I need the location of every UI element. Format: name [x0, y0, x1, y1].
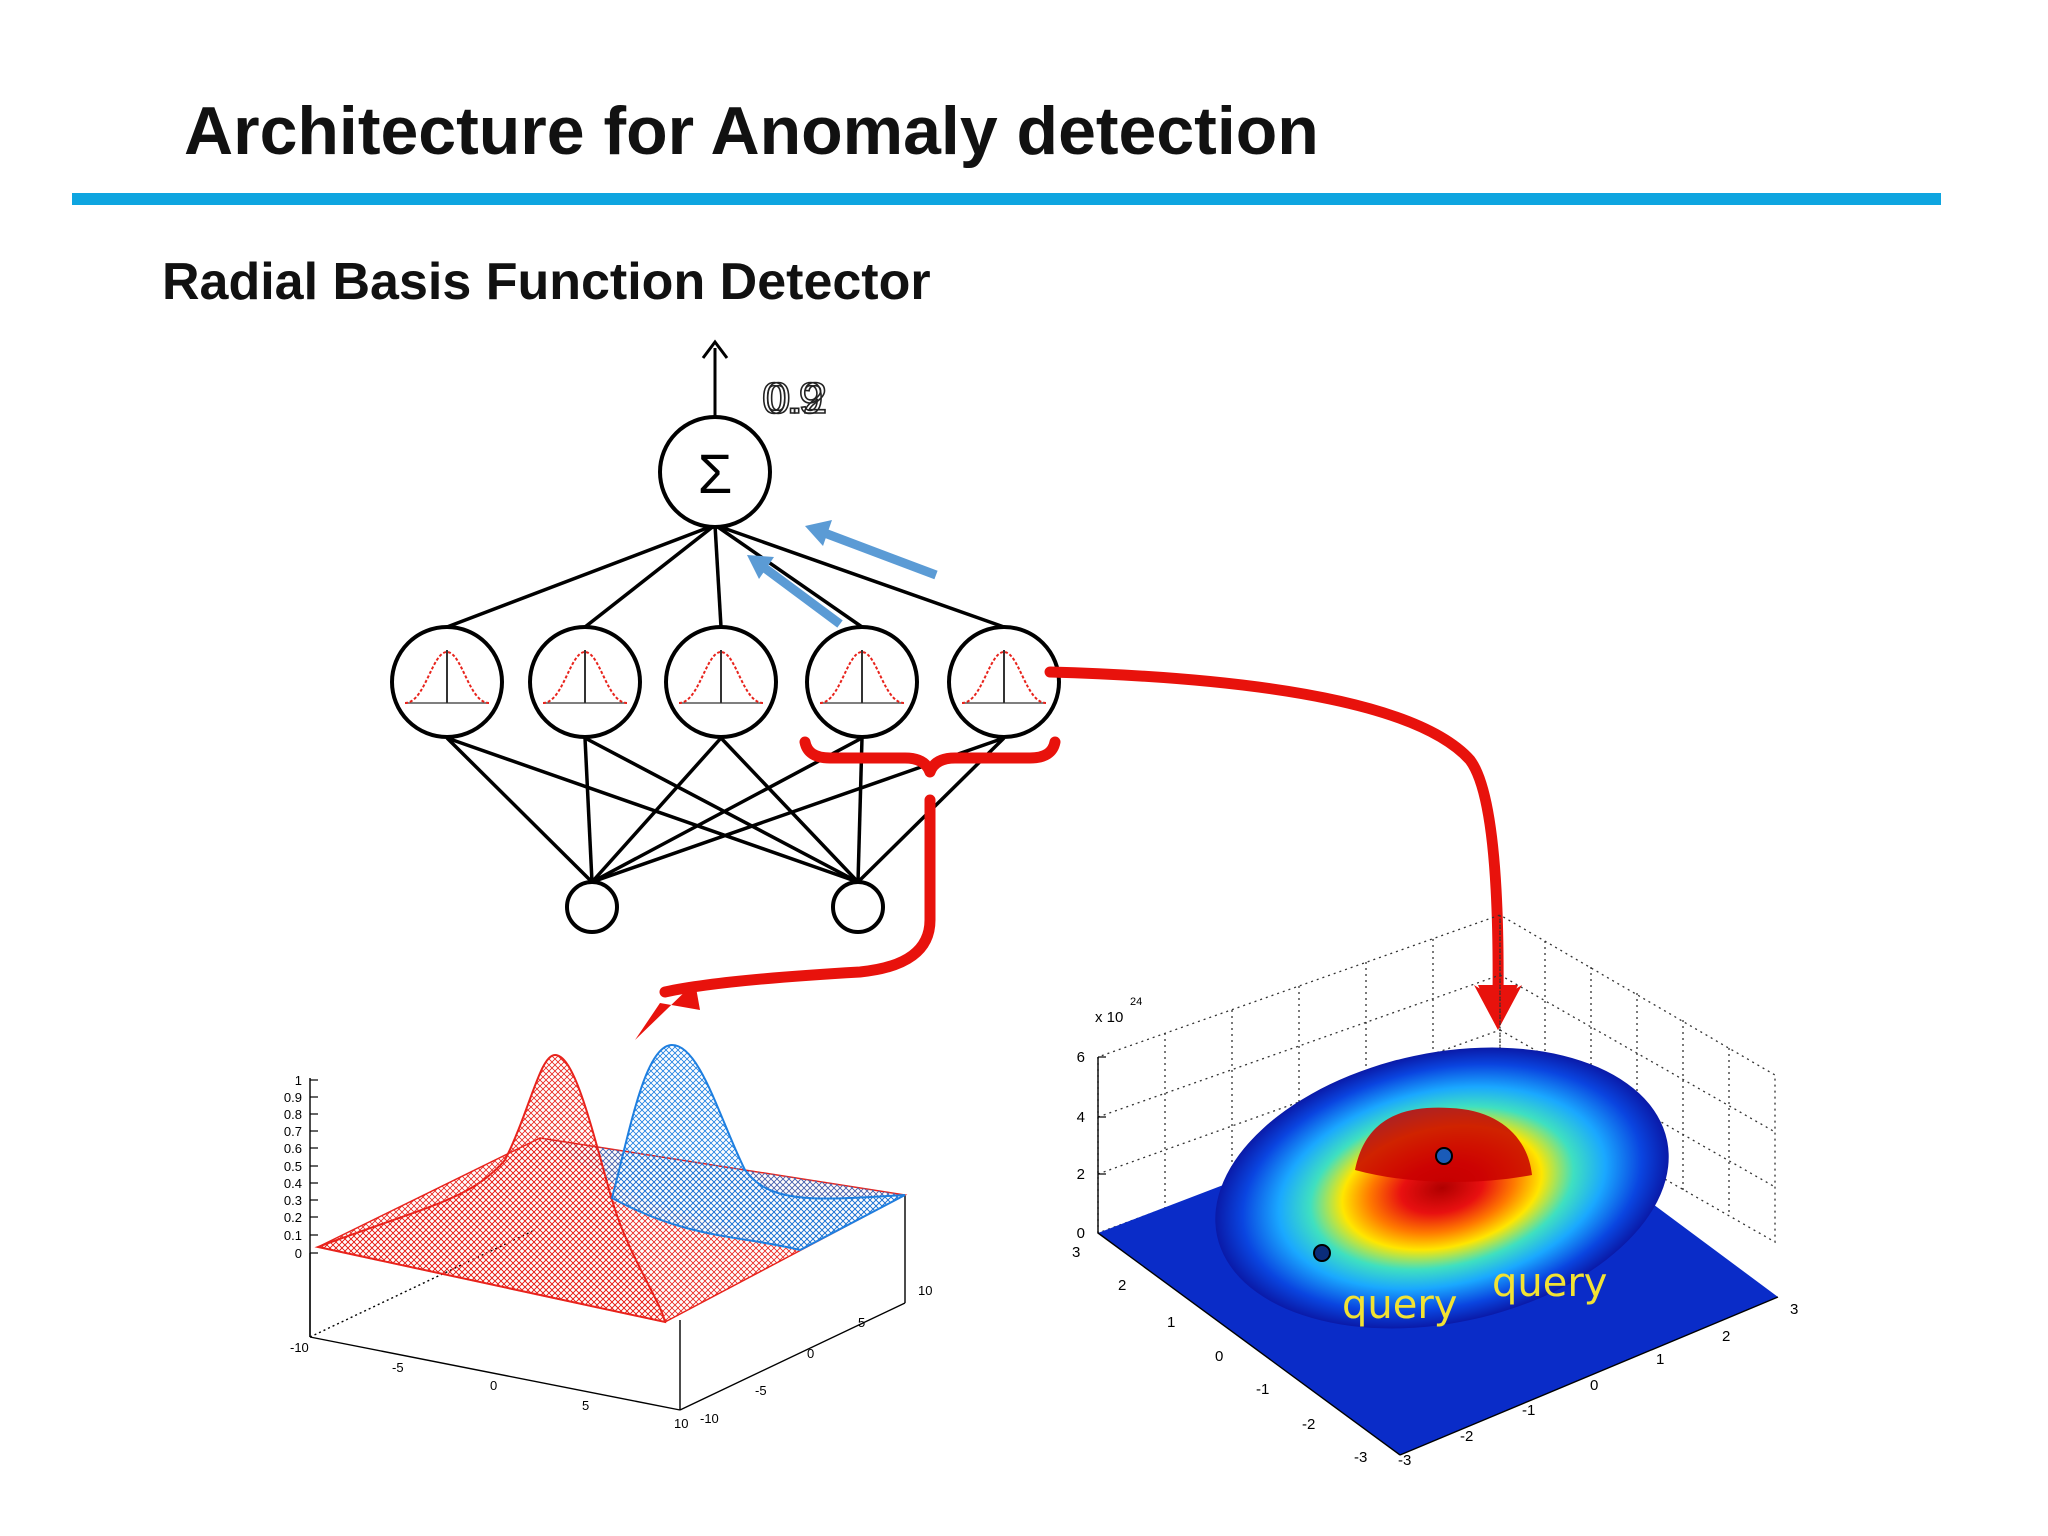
z-tick-label: 2: [1077, 1166, 1085, 1183]
query-label: query: [1342, 1282, 1457, 1328]
rbf-node: [664, 625, 778, 739]
query-point: [1435, 1147, 1453, 1165]
input-node: [831, 880, 885, 934]
x-tick-label: -3: [1354, 1449, 1367, 1466]
rbf-node: [805, 625, 919, 739]
node-to-right-plot-arrow: [1044, 666, 1504, 1006]
z-tick-label: 0.9: [284, 1090, 302, 1105]
query-label: query: [1492, 1260, 1607, 1306]
heat-peak: [1355, 1107, 1532, 1182]
left-arrowhead: [635, 982, 700, 1040]
y-tick-label: 2: [1722, 1328, 1730, 1345]
sum-symbol: Σ: [698, 442, 733, 505]
output-value-b: 0.2: [766, 374, 827, 423]
x-tick-label: 1: [1167, 1314, 1175, 1331]
hidden-to-sum-edges: [446, 523, 1005, 629]
z-tick-label: 0: [295, 1246, 302, 1261]
z-tick-label: 4: [1077, 1109, 1085, 1126]
x-tick-label: -1: [1256, 1381, 1269, 1398]
title-rule: [72, 193, 1941, 205]
z-tick-label: 0: [1077, 1225, 1085, 1242]
y-tick-label: -2: [1460, 1428, 1473, 1445]
curly-brace: [799, 736, 1061, 778]
weight-update-arrows: [747, 520, 938, 628]
output-value-a: 0.9: [762, 374, 823, 423]
network: 0.9 0.2 Σ: [390, 339, 1061, 934]
z-tick-label: 0.7: [284, 1124, 302, 1139]
right-arrowhead-tip: [1474, 985, 1522, 1030]
exponent-value: 24: [1130, 996, 1142, 1008]
z-tick-label: 0.6: [284, 1141, 302, 1156]
brace-to-left-plot-arrow: [659, 794, 936, 998]
y-tick-label: 0: [1590, 1377, 1598, 1394]
y-tick-label: -5: [755, 1383, 767, 1398]
highlight-annotations: [659, 666, 1504, 1006]
y-tick-label: 5: [858, 1315, 865, 1330]
y-tick-label: -3: [1398, 1452, 1411, 1469]
z-tick-label: 0.2: [284, 1210, 302, 1225]
input-node: [565, 880, 619, 934]
z-tick-label: 0.3: [284, 1193, 302, 1208]
x-tick-label: 0: [490, 1378, 497, 1393]
z-tick-label: 6: [1077, 1049, 1085, 1066]
y-tick-label: 3: [1790, 1301, 1798, 1318]
x-tick-label: 2: [1118, 1277, 1126, 1294]
z-tick-label: 0.1: [284, 1228, 302, 1243]
right-heat-plot: x 10 24 6 4 2 0 query query 3 2 1 0 -1 -…: [1072, 913, 1798, 1469]
x-tick-label: 5: [582, 1398, 589, 1413]
z-tick-label: 0.8: [284, 1107, 302, 1122]
output-arrowhead: [701, 339, 729, 359]
x-tick-label: 10: [674, 1416, 688, 1431]
query-point: [1313, 1244, 1331, 1262]
sum-node: [658, 415, 772, 529]
slide-title: Architecture for Anomaly detection: [184, 93, 1319, 169]
rbf-node: [947, 625, 1061, 739]
exponent-label: x 10: [1095, 1009, 1123, 1026]
x-tick-label: -10: [290, 1340, 309, 1355]
slide-subtitle: Radial Basis Function Detector: [162, 253, 931, 311]
rbf-node: [528, 625, 642, 739]
z-tick-label: 1: [295, 1073, 302, 1088]
hidden-layer: [390, 625, 1061, 739]
y-tick-label: -10: [700, 1411, 719, 1426]
x-tick-label: -5: [392, 1360, 404, 1375]
z-tick-label: 0.5: [284, 1159, 302, 1174]
red-gaussian-surface: [314, 1053, 667, 1324]
y-tick-label: -1: [1522, 1402, 1535, 1419]
blue-gaussian-surface: [610, 1043, 906, 1252]
y-tick-label: 1: [1656, 1351, 1664, 1368]
x-tick-label: -2: [1302, 1416, 1315, 1433]
z-tick-label: 0.4: [284, 1176, 302, 1191]
x-tick-label: 0: [1215, 1348, 1223, 1365]
y-tick-label: 0: [807, 1346, 814, 1361]
rbf-node: [390, 625, 504, 739]
x-tick-label: 3: [1072, 1244, 1080, 1261]
left-gaussian-plot: 1 0.9 0.8 0.7 0.6 0.5 0.4 0.3 0.2 0.1 0 …: [284, 1043, 932, 1431]
y-tick-label: 10: [918, 1283, 932, 1298]
